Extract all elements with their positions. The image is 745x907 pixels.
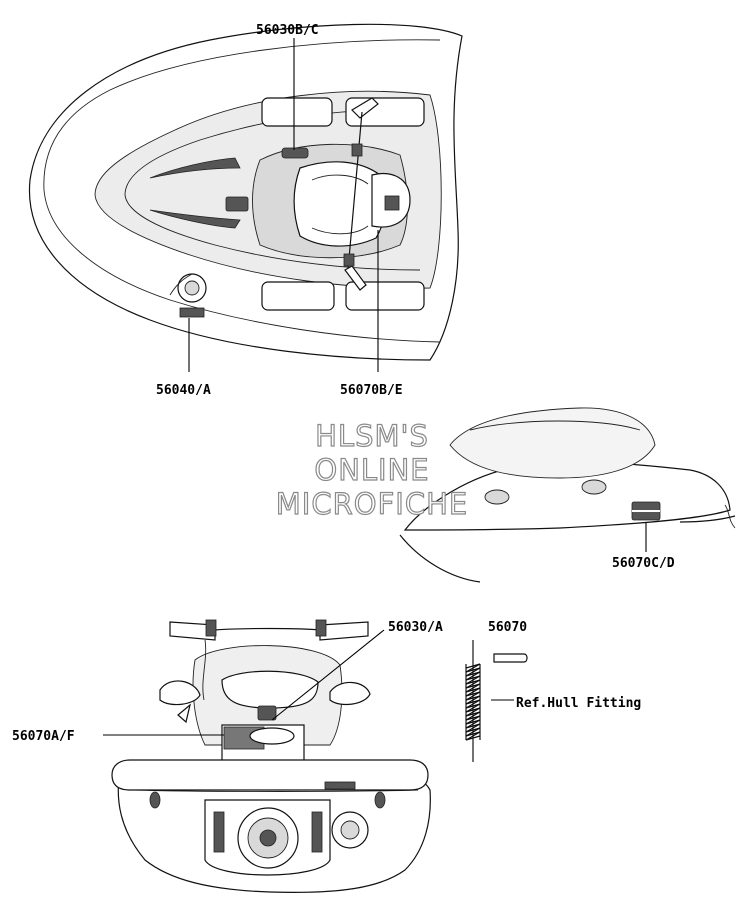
watermark-line-3: MICROFICHE xyxy=(276,487,468,521)
top-view-drawing xyxy=(28,23,463,361)
hull-fitting-spring xyxy=(465,663,481,741)
rear-view-leaders xyxy=(103,629,385,736)
rear-view-drawing xyxy=(111,619,431,893)
callout-56070a-f: 56070A/F xyxy=(12,729,75,744)
watermark: HLSM'S ONLINE MICROFICHE xyxy=(275,418,468,521)
watermark-line-2: ONLINE xyxy=(314,453,429,487)
watermark-line-1: HLSM'S xyxy=(315,419,429,453)
callout-56070c-d: 56070C/D xyxy=(612,556,675,571)
callout-56070b-e: 56070B/E xyxy=(340,383,403,398)
side-view-drawing xyxy=(399,407,736,583)
callout-56030-a: 56030/A xyxy=(388,620,443,635)
callout-labels: 56030B/C 56040/A 56070B/E 56070C/D 56030… xyxy=(12,23,675,744)
callout-56040-a: 56040/A xyxy=(156,383,211,398)
callout-56030b-c: 56030B/C xyxy=(256,23,319,38)
callout-ref-hull-fitting: Ref.Hull Fitting xyxy=(516,696,641,711)
callout-56070: 56070 xyxy=(488,620,527,635)
part-56070-drawing xyxy=(465,640,528,762)
top-view-leaders xyxy=(188,38,379,372)
